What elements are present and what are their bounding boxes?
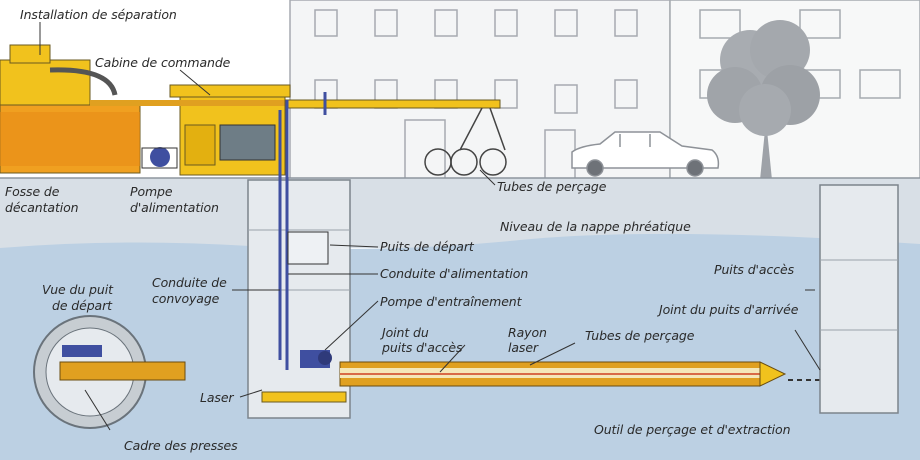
label-vue-puit-1: Vue du puit bbox=[42, 282, 113, 297]
label-fosse-2: décantation bbox=[5, 200, 79, 215]
control-cabin bbox=[169, 84, 291, 176]
car bbox=[571, 131, 720, 177]
launch-shaft bbox=[247, 179, 351, 419]
launch-shaft-top-view bbox=[33, 315, 186, 429]
label-vue-puit-2: de départ bbox=[52, 298, 112, 313]
label-rayon-1: Rayon bbox=[508, 325, 547, 340]
label-pompe-alim-2: d'alimentation bbox=[130, 200, 219, 215]
label-tubes-bottom: Tubes de perçage bbox=[585, 328, 695, 343]
label-puits-acces: Puits d'accès bbox=[714, 262, 794, 277]
drill-head bbox=[759, 361, 787, 387]
label-cabine-commande: Cabine de commande bbox=[95, 55, 231, 70]
crane-boom bbox=[284, 99, 501, 109]
label-joint-1: Joint du bbox=[382, 325, 429, 340]
label-pompe-entrainement: Pompe d'entraînement bbox=[380, 294, 522, 309]
access-shaft bbox=[819, 184, 899, 414]
label-outil-percage: Outil de perçage et d'extraction bbox=[594, 422, 791, 437]
drill-pipe-rack bbox=[424, 107, 507, 176]
jacking-frame bbox=[261, 391, 347, 403]
label-rayon-2: laser bbox=[508, 340, 538, 355]
separation-plant bbox=[0, 44, 141, 174]
label-puits-depart: Puits de départ bbox=[380, 239, 474, 254]
label-joint-2: puits d'accès bbox=[382, 340, 463, 355]
label-installation-separation: Installation de séparation bbox=[20, 7, 177, 22]
feed-pump bbox=[141, 147, 178, 169]
label-laser: Laser bbox=[200, 390, 234, 405]
label-pompe-alim-1: Pompe bbox=[130, 184, 173, 199]
leader-lines bbox=[39, 22, 821, 431]
groundwater-layer bbox=[0, 233, 920, 460]
label-tubes-top: Tubes de perçage bbox=[497, 179, 607, 194]
surface-pipes bbox=[90, 100, 390, 106]
tree bbox=[707, 20, 820, 180]
label-fosse-1: Fosse de bbox=[5, 184, 60, 199]
label-joint-arrivee: Joint du puits d'arrivée bbox=[659, 302, 799, 317]
label-convoyage-1: Conduite de bbox=[152, 275, 227, 290]
jacking-pump bbox=[300, 350, 332, 368]
label-niveau-nappe: Niveau de la nappe phréatique bbox=[500, 219, 691, 234]
label-cadre-presses: Cadre des presses bbox=[124, 438, 238, 453]
lifting-block bbox=[287, 231, 329, 265]
label-conduite-alim: Conduite d'alimentation bbox=[380, 266, 529, 281]
label-convoyage-2: convoyage bbox=[152, 291, 220, 306]
